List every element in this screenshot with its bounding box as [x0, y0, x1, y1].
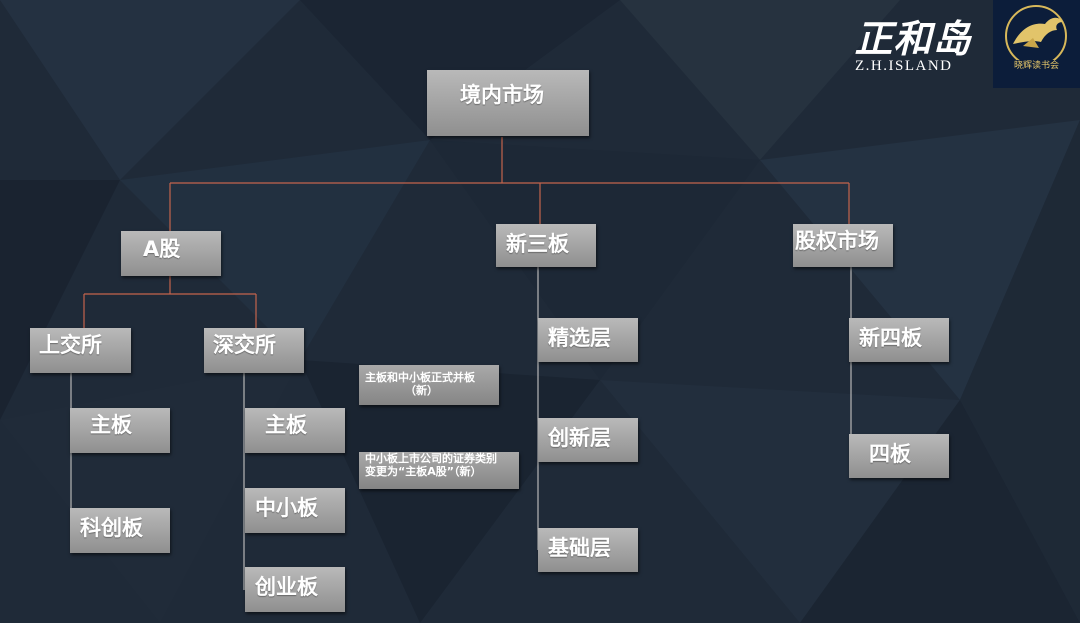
logo-english-name: Z.H.ISLAND — [855, 58, 953, 74]
node-chinext: 创业板 — [245, 567, 345, 612]
node-sse: 上交所 — [30, 328, 131, 373]
reading-club-emblem: 晓辉读书会 — [993, 0, 1080, 88]
note-category-change: 中小板上市公司的证券类别 变更为“主板A股”（新） — [359, 452, 519, 489]
horse-emblem-icon — [1005, 5, 1067, 67]
node-fourth-board: 四板 — [849, 434, 949, 478]
note-board-merger-line2: （新） — [405, 384, 438, 397]
node-star-market: 科创板 — [70, 508, 170, 553]
logo-chinese-name: 正和岛 — [854, 16, 972, 61]
node-innovation-tier: 创新层 — [538, 418, 638, 462]
node-neeq: 新三板 — [496, 224, 596, 267]
node-equity-market: 股权市场 — [793, 224, 893, 267]
node-szse: 深交所 — [204, 328, 304, 373]
note-category-change-line1: 中小板上市公司的证券类别 — [365, 452, 497, 465]
zh-island-logo: 正和岛 Z.H.ISLAND — [843, 8, 983, 78]
emblem-caption: 晓辉读书会 — [1013, 61, 1059, 71]
note-board-merger: 主板和中小板正式并板 （新） — [359, 365, 499, 405]
node-new-fourth-board: 新四板 — [849, 318, 949, 362]
node-select-tier: 精选层 — [538, 318, 638, 362]
node-a-share: A股 — [121, 231, 221, 276]
note-category-change-line2: 变更为“主板A股”（新） — [365, 465, 482, 478]
node-sme-board: 中小板 — [245, 488, 345, 533]
node-szse-main-board: 主板 — [245, 408, 345, 453]
node-sse-main-board: 主板 — [70, 408, 170, 453]
note-board-merger-line1: 主板和中小板正式并板 — [365, 371, 475, 384]
node-basic-tier: 基础层 — [538, 528, 638, 572]
node-domestic-market: 境内市场 — [427, 70, 589, 136]
